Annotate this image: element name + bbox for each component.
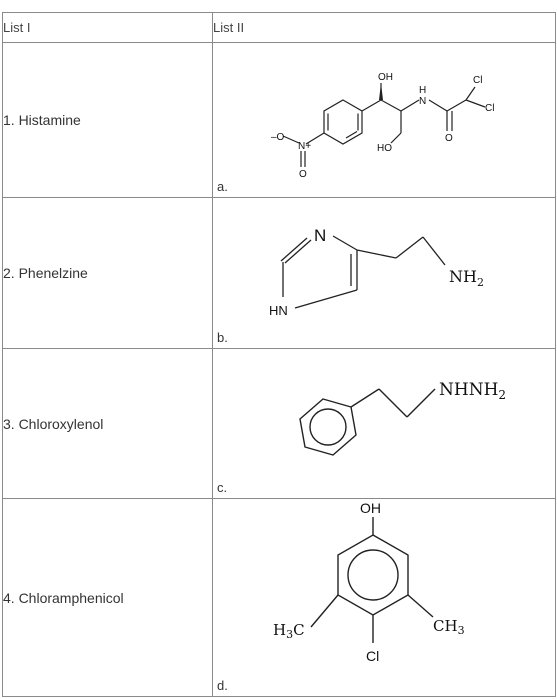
list-2-letter-c: c. xyxy=(217,480,228,495)
table-row: 4. Chloramphenicol OH H3C CH3 Cl d. xyxy=(2,498,556,697)
label-a-n: N xyxy=(419,96,426,107)
header-list-2: List II xyxy=(212,12,556,43)
label-d-h3c: H3C xyxy=(273,621,305,641)
label-a-o-minus: –O xyxy=(271,132,285,143)
structure-d-chloroxylenol: OH H3C CH3 Cl xyxy=(273,500,465,664)
label-a-n-plus: N+ xyxy=(298,141,311,152)
header-list-1: List I xyxy=(2,12,213,43)
list-2-letter-b: b. xyxy=(217,330,228,345)
table-row: 3. Chloroxylenol NHNH2 c. xyxy=(2,348,556,499)
label-a-h: H xyxy=(419,85,426,96)
label-a-oh: OH xyxy=(378,72,393,83)
matching-table: List I List II 1. Histamine xyxy=(2,12,556,697)
structure-a-chloramphenicol: OH H N Cl Cl –O N+ O HO O xyxy=(271,72,494,180)
list-1-item-1: 1. Histamine xyxy=(2,42,213,198)
label-c-nhnh2: NHNH2 xyxy=(439,380,506,402)
label-b-hn: HN xyxy=(269,303,288,318)
list-2-cell-c: NHNH2 c. xyxy=(212,348,556,499)
list-2-cell-a: OH H N Cl Cl –O N+ O HO O a. xyxy=(212,42,556,198)
label-d-oh: OH xyxy=(360,500,381,516)
list-2-letter-d: d. xyxy=(217,678,228,693)
label-a-cl1: Cl xyxy=(473,75,482,86)
label-d-cl: Cl xyxy=(366,648,379,664)
list-2-letter-a: a. xyxy=(217,179,228,194)
label-a-ho: HO xyxy=(377,143,392,154)
list-1-item-2: 2. Phenelzine xyxy=(2,197,213,349)
list-2-cell-d: OH H3C CH3 Cl d. xyxy=(212,498,556,697)
header-row: List I List II xyxy=(2,12,556,43)
list-1-item-3: 3. Chloroxylenol xyxy=(2,348,213,499)
label-a-o-bottom: O xyxy=(299,169,307,180)
label-a-o-carbonyl: O xyxy=(445,133,453,144)
list-2-cell-b: N HN NH2 b. xyxy=(212,197,556,349)
label-b-nh2: NH2 xyxy=(449,267,484,289)
list-1-item-4: 4. Chloramphenicol xyxy=(2,498,213,697)
table-row: 1. Histamine xyxy=(2,42,556,198)
label-d-ch3: CH3 xyxy=(433,617,465,637)
label-a-cl2: Cl xyxy=(485,103,494,114)
structure-b-histamine: N HN NH2 xyxy=(269,226,484,318)
structure-c-phenelzine: NHNH2 xyxy=(299,380,506,456)
table-row: 2. Phenelzine N HN NH2 xyxy=(2,197,556,349)
label-b-n: N xyxy=(314,226,326,245)
